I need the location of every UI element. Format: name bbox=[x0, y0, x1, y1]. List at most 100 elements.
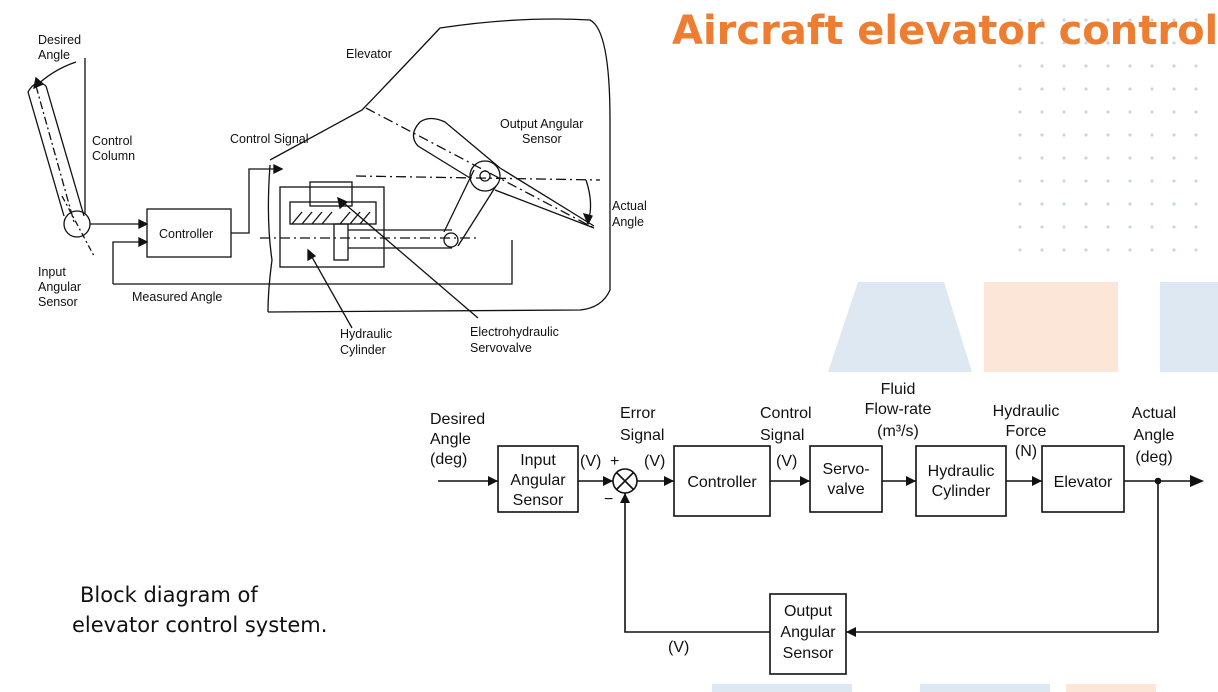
grid-dot bbox=[1040, 87, 1044, 91]
label-control-column-2: Column bbox=[92, 149, 135, 163]
grid-dot bbox=[1084, 133, 1088, 137]
bd-force-1: Hydraulic bbox=[993, 403, 1060, 420]
grid-dot bbox=[1062, 179, 1066, 183]
grid-dot bbox=[1172, 202, 1176, 206]
label-controller: Controller bbox=[159, 227, 213, 241]
grid-dot bbox=[1062, 202, 1066, 206]
grid-dot bbox=[1062, 225, 1066, 229]
grid-dot bbox=[1172, 18, 1176, 22]
grid-dot bbox=[1062, 18, 1066, 22]
grid-dot bbox=[1150, 18, 1154, 22]
grid-dot bbox=[1106, 133, 1110, 137]
caption-line-1: Block diagram of bbox=[80, 583, 258, 607]
bd-cylinder-1: Hydraulic bbox=[928, 463, 995, 480]
block-servovalve bbox=[809, 445, 883, 513]
grid-dot bbox=[1062, 156, 1066, 160]
bd-control-2: Signal bbox=[760, 427, 804, 444]
grid-dot bbox=[1194, 202, 1198, 206]
grid-dot bbox=[1172, 179, 1176, 183]
grid-dot bbox=[1018, 225, 1022, 229]
bd-servovalve-2: valve bbox=[827, 481, 864, 498]
watermark-a-shape bbox=[828, 282, 972, 372]
grid-dot bbox=[1106, 18, 1110, 22]
servovalve-pointer bbox=[337, 197, 479, 319]
elevator-horn bbox=[355, 107, 601, 247]
label-servovalve-1: Electrohydraulic bbox=[470, 325, 559, 339]
grid-dot bbox=[1106, 225, 1110, 229]
grid-dot bbox=[1062, 41, 1066, 45]
grid-dot bbox=[1150, 225, 1154, 229]
grid-dot bbox=[1194, 64, 1198, 68]
label-input-sensor-2: Angular bbox=[38, 280, 81, 294]
label-output-sensor-1: Output Angular bbox=[500, 117, 583, 131]
elevator-outline bbox=[267, 18, 611, 313]
watermark-t-shape bbox=[984, 282, 1118, 372]
feedback-path-out bbox=[846, 481, 1159, 633]
bd-output-2: Angle bbox=[1134, 427, 1175, 444]
grid-dot bbox=[1128, 133, 1132, 137]
bd-error-1: Error bbox=[620, 405, 656, 422]
label-output-sensor-2: Sensor bbox=[522, 132, 562, 146]
grid-dot bbox=[1018, 156, 1022, 160]
grid-dot bbox=[1062, 110, 1066, 114]
grid-dot bbox=[1106, 64, 1110, 68]
label-control-column-1: Control bbox=[92, 134, 132, 148]
grid-dot bbox=[1128, 110, 1132, 114]
grid-dot bbox=[1106, 248, 1110, 252]
grid-dot bbox=[1106, 156, 1110, 160]
label-elevator: Elevator bbox=[346, 47, 392, 61]
grid-dot bbox=[1040, 179, 1044, 183]
grid-dot bbox=[1084, 18, 1088, 22]
watermark-bottom-2 bbox=[920, 684, 1050, 692]
fuselage-break bbox=[267, 164, 273, 313]
block-input-sensor bbox=[497, 445, 579, 513]
label-input-sensor-3: Sensor bbox=[38, 295, 78, 309]
grid-dot bbox=[1128, 179, 1132, 183]
bd-control-1: Control bbox=[760, 405, 812, 422]
bd-output-1: Actual bbox=[1132, 405, 1176, 422]
grid-dot bbox=[1194, 225, 1198, 229]
grid-dot bbox=[1172, 248, 1176, 252]
bd-force-2: Force bbox=[1006, 423, 1047, 440]
grid-dot bbox=[1040, 202, 1044, 206]
grid-dot bbox=[1062, 64, 1066, 68]
grid-dot bbox=[1106, 41, 1110, 45]
grid-dot bbox=[1106, 110, 1110, 114]
bd-controller: Controller bbox=[687, 474, 757, 491]
grid-dot bbox=[1018, 133, 1022, 137]
label-input-sensor-1: Input bbox=[38, 265, 66, 279]
grid-dot bbox=[1194, 87, 1198, 91]
label-actual-angle-2: Angle bbox=[612, 215, 644, 229]
dot-grid bbox=[1018, 18, 1198, 252]
grid-dot bbox=[1040, 248, 1044, 252]
bd-output-sensor-3: Sensor bbox=[783, 645, 834, 662]
label-desired-angle-1: Desired bbox=[38, 33, 81, 47]
bd-minus-sign: − bbox=[604, 491, 613, 508]
bd-cylinder-2: Cylinder bbox=[932, 483, 991, 500]
grid-dot bbox=[1150, 133, 1154, 137]
label-actual-angle-1: Actual bbox=[612, 199, 647, 213]
caption-line-2: elevator control system. bbox=[72, 613, 328, 637]
block-output-sensor bbox=[769, 593, 847, 675]
grid-dot bbox=[1194, 41, 1198, 45]
grid-dot bbox=[1172, 225, 1176, 229]
grid-dot bbox=[1040, 133, 1044, 137]
grid-dot bbox=[1040, 18, 1044, 22]
watermark-bottom-3 bbox=[1066, 684, 1156, 692]
grid-dot bbox=[1106, 87, 1110, 91]
grid-dot bbox=[1150, 179, 1154, 183]
grid-dot bbox=[1018, 18, 1022, 22]
grid-dot bbox=[1194, 179, 1198, 183]
grid-dot bbox=[1084, 110, 1088, 114]
bd-sensor-out-unit: (V) bbox=[580, 453, 601, 470]
grid-dot bbox=[1040, 64, 1044, 68]
grid-dot bbox=[1172, 110, 1176, 114]
bd-output-3: (deg) bbox=[1135, 449, 1172, 466]
grid-dot bbox=[1150, 110, 1154, 114]
grid-dot bbox=[1128, 18, 1132, 22]
grid-dot bbox=[1040, 110, 1044, 114]
schematic-hydraulic-cylinder bbox=[260, 181, 480, 268]
